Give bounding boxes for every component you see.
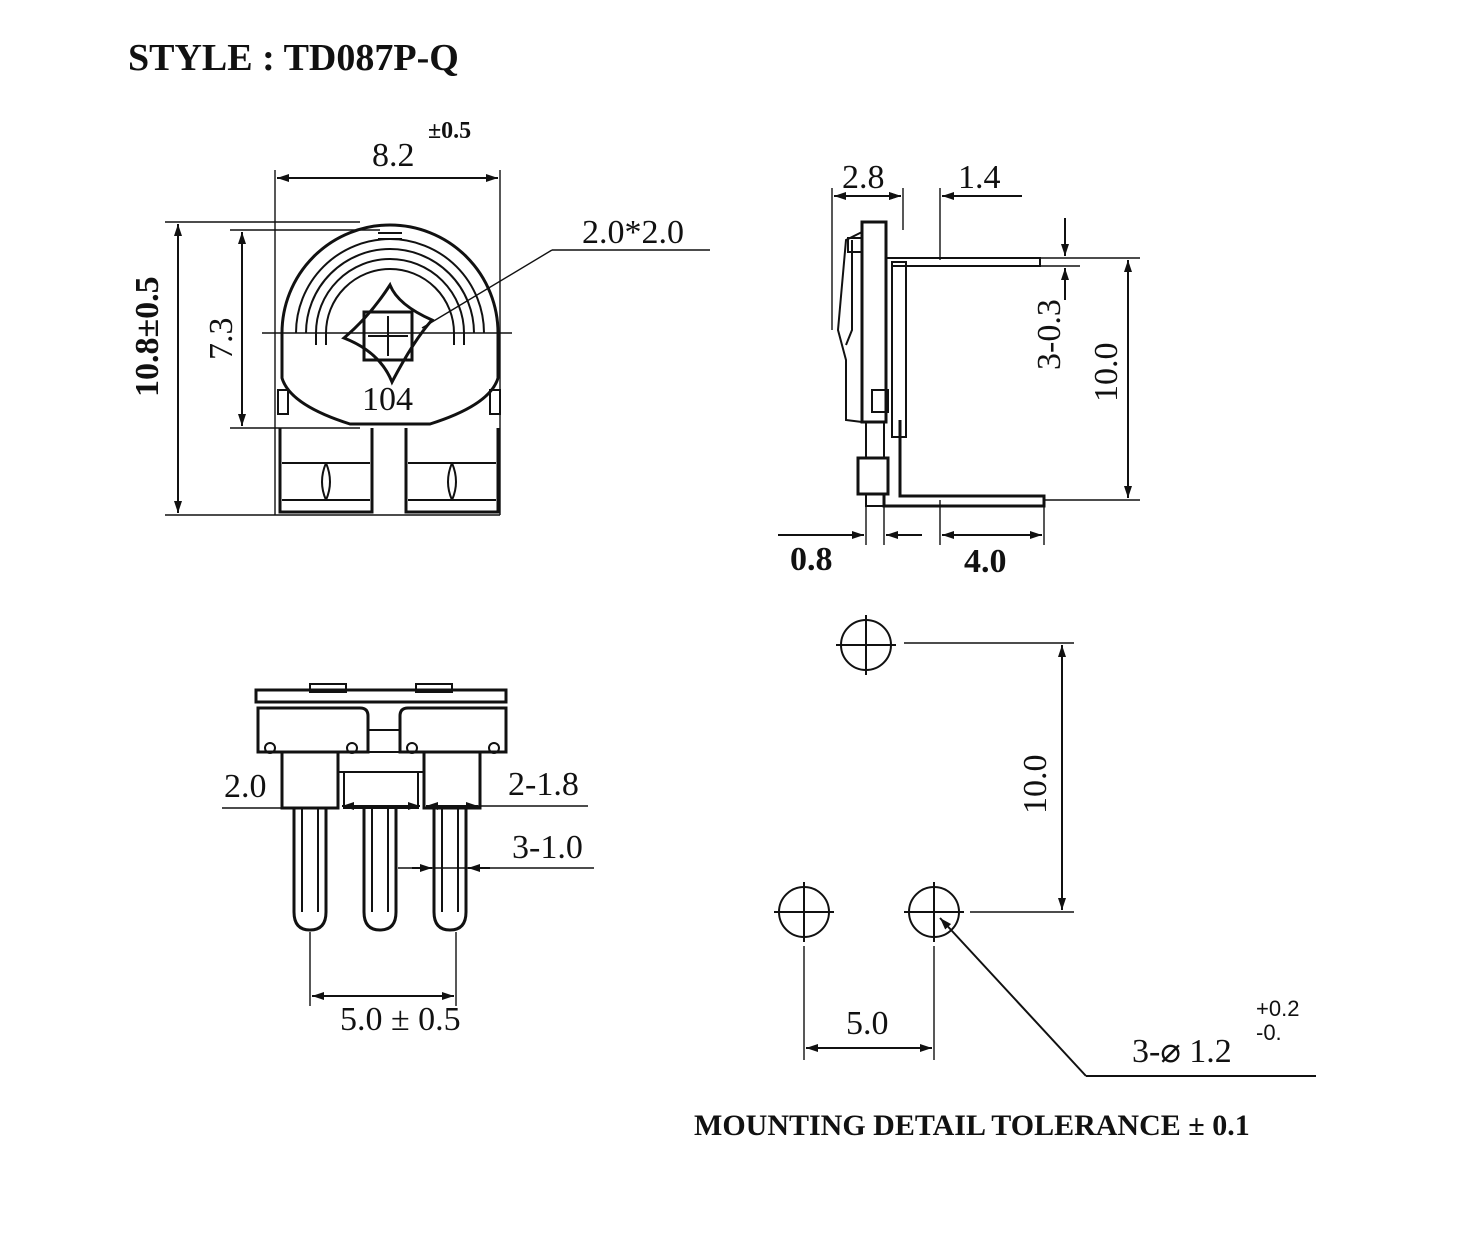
dim-3-0-3: 3-0.3 — [1031, 299, 1068, 370]
vertical-spacing: 10.0 — [1017, 755, 1054, 815]
height-value: 10.8±0.5 — [129, 276, 166, 397]
mounting-hole-left — [774, 882, 834, 942]
dim-2-8: 2.8 — [842, 159, 885, 196]
dim-10-0: 10.0 — [1088, 343, 1125, 403]
pin-center — [362, 808, 398, 932]
dim-2-1-8: 2-1.8 — [508, 766, 579, 803]
dim-2-0: 2.0 — [224, 768, 267, 805]
bottom-right-block — [398, 706, 508, 754]
dim-0-8: 0.8 — [790, 541, 833, 578]
side-view: 2.8 1.4 10.0 3-0.3 0.8 4.0 — [778, 159, 1140, 580]
bottom-plate — [254, 688, 508, 704]
bottom-view: 2.0 2-1.8 3-1.0 5.0 ± 0.5 — [222, 683, 594, 1038]
mounting-tolerance-note: MOUNTING DETAIL TOLERANCE ± 0.1 — [694, 1109, 1250, 1142]
pin-left — [292, 808, 328, 932]
drawing-title: STYLE : TD087P-Q — [128, 37, 459, 79]
pin-right — [432, 808, 468, 932]
horizontal-spacing: 5.0 — [846, 1005, 889, 1042]
mounting-detail: 10.0 5.0 3-⌀ 1.2 +0.2 -0. MOUNTING DETAI… — [694, 615, 1316, 1142]
front-view: 8.2 ±0.5 10.8±0.5 7.3 2.0*2.0 104 — [129, 118, 710, 516]
adjust-slot-square — [362, 310, 414, 362]
resistance-marking: 104 — [362, 381, 413, 418]
hole-label: 3-⌀ 1.2 — [1132, 1033, 1232, 1070]
hole-leader — [939, 917, 1087, 1077]
hole-tol-minus: -0. — [1256, 1020, 1282, 1045]
hole-tol-plus: +0.2 — [1256, 996, 1299, 1021]
rotor-outline — [280, 223, 500, 334]
dim-4-0: 4.0 — [964, 543, 1007, 580]
dim-3-1-0: 3-1.0 — [512, 829, 583, 866]
pitch-value: 5.0 ± 0.5 — [340, 1001, 461, 1038]
side-body — [860, 220, 888, 424]
width-tolerance: ±0.5 — [428, 118, 471, 144]
body-height-value: 7.3 — [203, 318, 240, 361]
adjust-slot-outline — [341, 281, 435, 386]
mounting-hole-right — [904, 882, 964, 942]
mounting-hole-top — [836, 615, 896, 675]
width-value: 8.2 — [372, 137, 415, 174]
slot-leader — [421, 249, 553, 329]
slot-size: 2.0*2.0 — [582, 214, 684, 251]
bottom-left-block — [256, 706, 370, 754]
dim-1-4: 1.4 — [958, 159, 1001, 196]
